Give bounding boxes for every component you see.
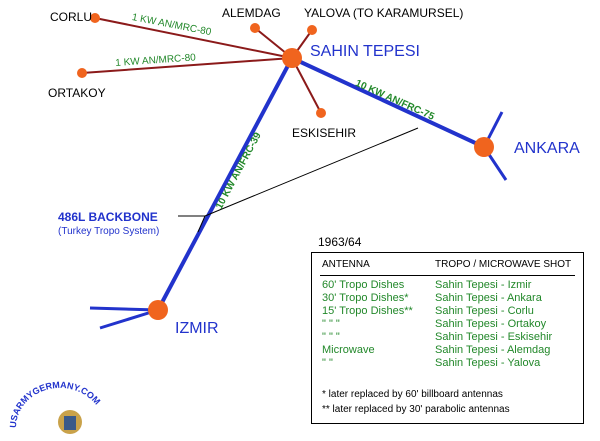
legend-shot: Sahin Tepesi - Ortakoy bbox=[435, 318, 547, 330]
legend-antenna: 30' Tropo Dishes* bbox=[322, 292, 409, 304]
backbone-title: 486L BACKBONE bbox=[58, 210, 158, 224]
node-yalova bbox=[307, 25, 317, 35]
node-ortakoy bbox=[77, 68, 87, 78]
legend-footnote-2: ** later replaced by 30' parabolic anten… bbox=[322, 404, 510, 415]
legend-header-rule bbox=[320, 275, 575, 276]
site-label-ortakoy: ORTAKOY bbox=[48, 86, 106, 100]
legend-antenna: 15' Tropo Dishes** bbox=[322, 305, 413, 317]
node-corlu bbox=[90, 13, 100, 23]
backbone-subtitle: (Turkey Tropo System) bbox=[58, 226, 160, 237]
node-ankara bbox=[474, 137, 494, 157]
legend-antenna: " " " bbox=[322, 318, 340, 330]
backbone-line-ankara bbox=[291, 56, 485, 149]
site-label-corlu: CORLU bbox=[50, 10, 93, 24]
legend-shot: Sahin Tepesi - Eskisehir bbox=[435, 331, 553, 343]
legend-shot: Sahin Tepesi - Alemdag bbox=[435, 344, 551, 356]
legend-shot: Sahin Tepesi - Corlu bbox=[435, 305, 534, 317]
legend-header-antenna: ANTENNA bbox=[322, 259, 370, 270]
link-line-corlu bbox=[94, 17, 293, 59]
link-line-ortakoy bbox=[81, 57, 293, 74]
site-label-yalova: YALOVA (TO KARAMURSEL) bbox=[304, 6, 464, 20]
legend-footnote-1: * later replaced by 60' billboard antenn… bbox=[322, 389, 503, 400]
legend-shot: Sahin Tepesi - Yalova bbox=[435, 357, 541, 369]
izmir-antenna-spoke bbox=[89, 306, 159, 312]
site-label-eskisehir: ESKISEHIR bbox=[292, 126, 357, 140]
node-alemdag bbox=[250, 23, 260, 33]
site-label-izmir: IZMIR bbox=[175, 320, 219, 337]
node-eskisehir bbox=[316, 108, 326, 118]
callout-line bbox=[204, 127, 419, 217]
legend-antenna: Microwave bbox=[322, 344, 375, 356]
legend-shot: Sahin Tepesi - Ankara bbox=[435, 292, 542, 304]
logo-text: USARMYGERMANY.COM bbox=[8, 380, 102, 428]
link-line-eskisehir bbox=[291, 57, 322, 114]
node-izmir bbox=[148, 300, 168, 320]
legend-antenna: " " " bbox=[322, 331, 340, 343]
backbone-line-izmir bbox=[156, 57, 294, 311]
legend-antenna: " " bbox=[322, 357, 333, 369]
year-label: 1963/64 bbox=[318, 235, 362, 249]
izmir-antenna-spoke bbox=[99, 308, 159, 330]
legend-antenna: 60' Tropo Dishes bbox=[322, 279, 405, 291]
site-label-ankara: ANKARA bbox=[514, 140, 580, 157]
node-sahin-tepesi bbox=[282, 48, 302, 68]
legend-shot: Sahin Tepesi - Izmir bbox=[435, 279, 532, 291]
legend-header-shot: TROPO / MICROWAVE SHOT bbox=[435, 259, 572, 270]
usarmygermany-logo: USARMYGERMANY.COM bbox=[8, 376, 108, 436]
logo-graphic: USARMYGERMANY.COM bbox=[8, 380, 102, 434]
site-label-sahin-tepesi: SAHIN TEPESI bbox=[310, 43, 420, 60]
legend-table: ANTENNA TROPO / MICROWAVE SHOT 60' Tropo… bbox=[311, 252, 584, 424]
site-label-alemdag: ALEMDAG bbox=[222, 6, 281, 20]
svg-text:USARMYGERMANY.COM: USARMYGERMANY.COM bbox=[8, 380, 102, 428]
callout-line bbox=[197, 215, 206, 233]
